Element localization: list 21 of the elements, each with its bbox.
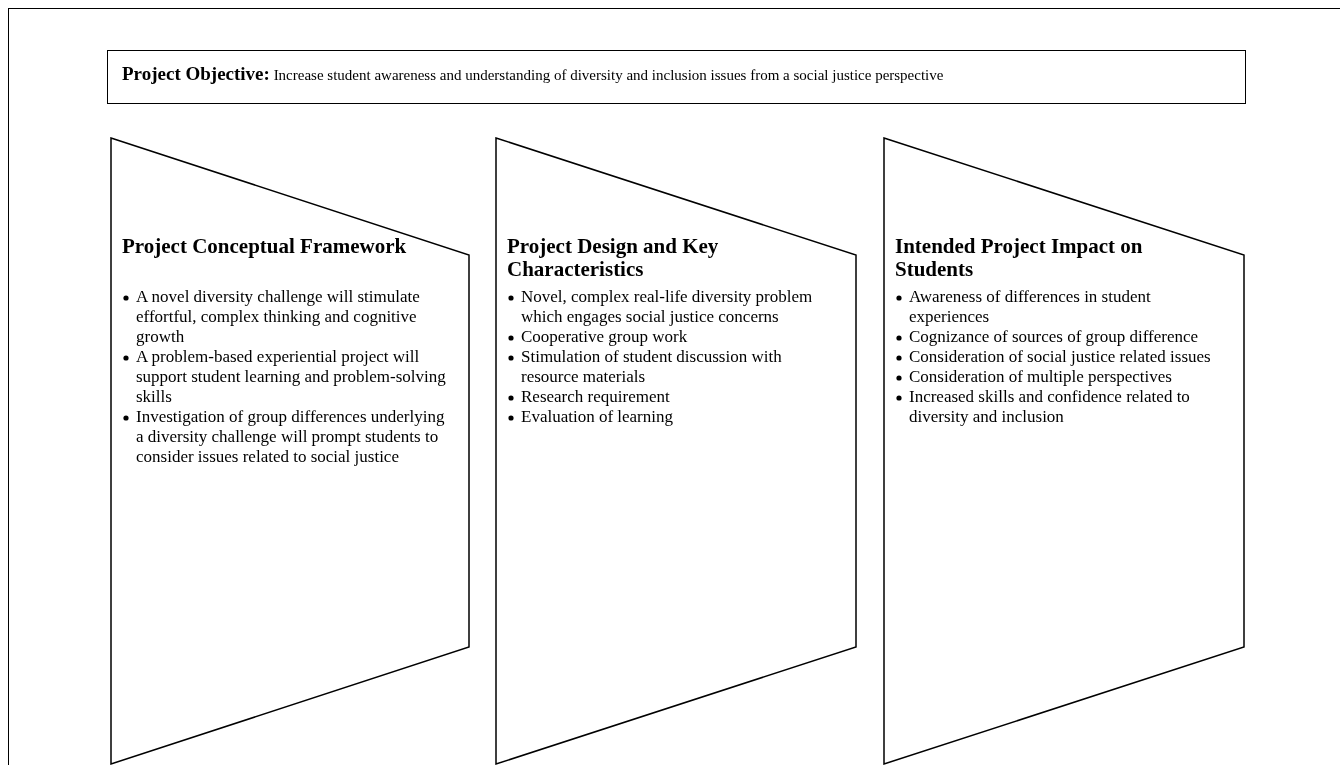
trapezoid-panel	[883, 137, 1245, 765]
bullet-text: A problem-based experiential project will support student learning and problem-solving skills	[136, 347, 446, 406]
panel-heading: Project Conceptual Framework	[122, 235, 408, 258]
bullet-text: Novel, complex real-life diversity problem which engages social justice concerns	[521, 287, 813, 326]
bullet-text: Cognizance of sources of group difference	[909, 327, 1199, 346]
bullet-text: Investigation of group differences underlying a diversity challenge will prompt students to consider issues related to social justice	[136, 407, 445, 466]
panel-heading: Intended Project Impact on Students	[895, 235, 1144, 281]
panel-heading: Project Design and Key Characteristics	[507, 235, 720, 281]
bullet-text: Consideration of multiple perspectives	[909, 367, 1172, 386]
bullet-text: Consideration of social justice related issues	[909, 347, 1211, 366]
bullet-text: A novel diversity challenge will stimulate effortful, complex thinking and cognitive growth	[136, 287, 420, 346]
bullet-text: Research requirement	[521, 387, 670, 406]
trapezoid-panel	[110, 137, 470, 765]
bullet-text: Evaluation of learning	[521, 407, 673, 426]
bullet-text: Cooperative group work	[521, 327, 688, 346]
bullet-text: Awareness of differences in student experiences	[909, 287, 1151, 326]
bullet-text: Increased skills and confidence related to diversity and inclusion	[909, 387, 1190, 426]
bullet-text: Stimulation of student discussion with resource materials	[521, 347, 782, 386]
trapezoid-panel	[495, 137, 857, 765]
objective-text: Project Objective: Increase student awareness and understanding of diversity and inclusion issues from a social justice perspective	[122, 64, 945, 85]
objective-box	[107, 50, 1246, 104]
